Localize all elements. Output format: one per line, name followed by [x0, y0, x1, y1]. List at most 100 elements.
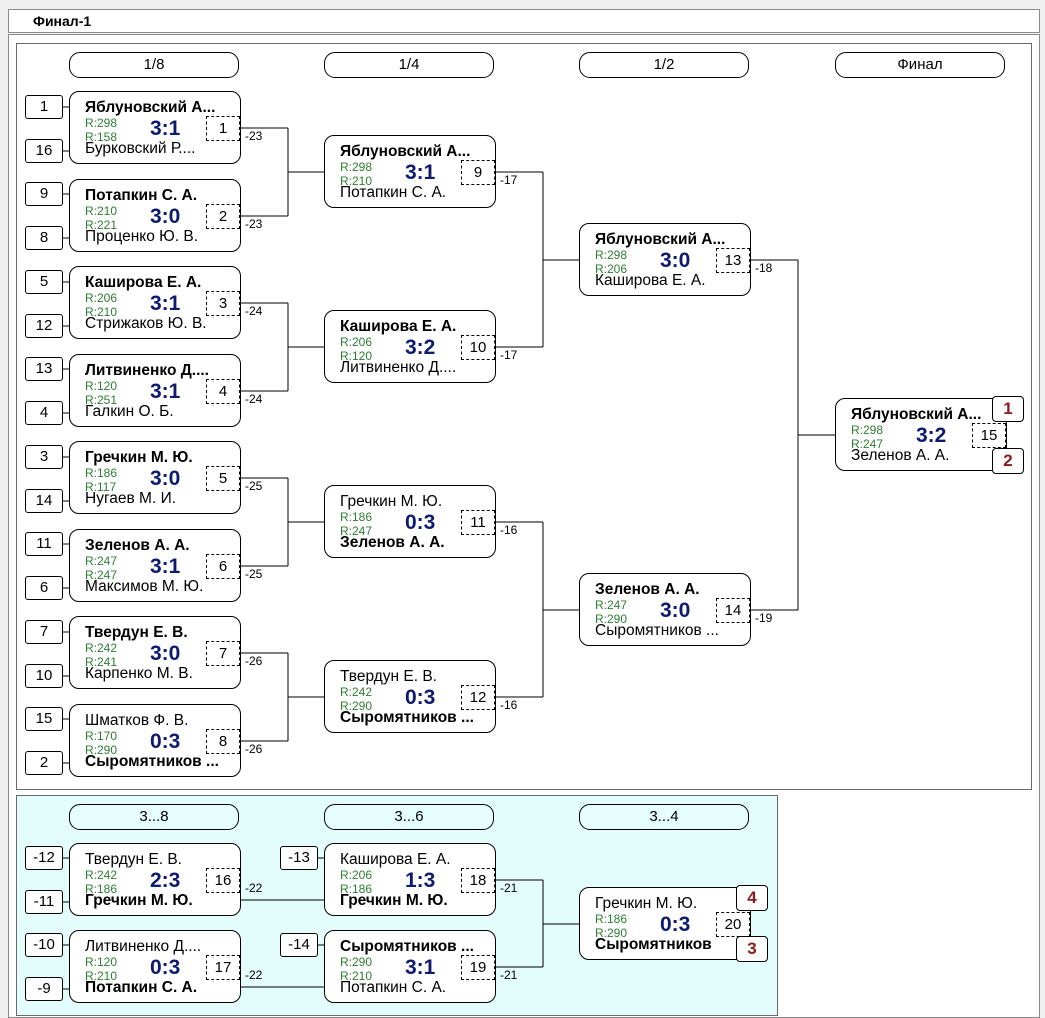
loser-destination: -23: [245, 217, 263, 231]
match-score: 0:3: [150, 730, 181, 753]
loser-destination: -23: [245, 129, 263, 143]
player-1-rating: R:242: [85, 868, 118, 882]
match-score: 0:3: [150, 956, 181, 979]
match-score: 0:3: [405, 511, 436, 534]
player-2-rating: R:117: [85, 480, 117, 494]
match-number: 5: [206, 466, 240, 491]
seed-box: -10: [25, 933, 63, 957]
loser-destination: -24: [245, 392, 263, 406]
player-2-name: Галкин О. Б.: [85, 403, 174, 420]
seed-box: 14: [25, 489, 63, 513]
player-1-name: Яблуновский А...: [85, 99, 216, 116]
seed-box: 6: [25, 576, 63, 600]
player-1-name: Каширова Е. А.: [85, 274, 202, 291]
place-badge-2: 2: [992, 448, 1024, 474]
player-2-rating: R:290: [595, 926, 628, 940]
loser-destination: -22: [245, 881, 263, 895]
player-1-rating: R:186: [595, 912, 628, 926]
player-1-rating: R:206: [85, 291, 118, 305]
seed-box: 7: [25, 620, 63, 644]
seed-box: 11: [25, 532, 63, 556]
player-2-name: Каширова Е. А.: [595, 272, 706, 289]
player-1-name: Яблуновский А...: [851, 406, 982, 423]
match-score: 3:1: [150, 117, 181, 140]
player-2-name: Сыромятников ...: [340, 709, 474, 726]
match-score: 3:1: [150, 292, 181, 315]
match-number: 14: [716, 598, 750, 623]
player-1-rating: R:290: [340, 955, 373, 969]
player-2-name: Гречкин М. Ю.: [340, 892, 448, 909]
player-1-rating: R:170: [85, 729, 118, 743]
player-1-name: Каширова Е. А.: [340, 851, 451, 868]
match-number: 2: [206, 204, 240, 229]
round-label-1-8: 1/8: [69, 52, 239, 78]
player-2-name: Сыромятников: [595, 936, 712, 953]
seed-box: -13: [280, 846, 318, 870]
player-2-name: Проценко Ю. В.: [85, 228, 199, 245]
player-2-rating: R:120: [340, 349, 373, 363]
player-2-rating: R:186: [340, 882, 373, 896]
match-score: 3:1: [150, 555, 181, 578]
seed-box: 2: [25, 751, 63, 775]
player-1-name: Зеленов А. А.: [85, 537, 190, 554]
seed-box: 3: [25, 445, 63, 469]
seed-box: -14: [280, 933, 318, 957]
match-number: 19: [461, 955, 495, 980]
player-1-rating: R:186: [340, 510, 373, 524]
match-number: 7: [206, 641, 240, 666]
player-1-rating: R:298: [595, 248, 628, 262]
player-1-rating: R:206: [340, 335, 373, 349]
player-1-rating: R:242: [340, 685, 373, 699]
place-badge-1: 1: [992, 396, 1024, 422]
player-2-name: Сыромятников ...: [595, 622, 719, 639]
player-2-rating: R:221: [85, 218, 118, 232]
player-2-rating: R:210: [85, 969, 118, 983]
seed-box: 13: [25, 357, 63, 381]
round-label-3-8: 3...8: [69, 804, 239, 830]
player-1-rating: R:120: [85, 379, 118, 393]
player-1-name: Яблуновский А...: [340, 143, 471, 160]
loser-destination: -16: [500, 698, 518, 712]
loser-destination: -17: [500, 348, 518, 362]
seed-box: 9: [25, 182, 63, 206]
player-2-rating: R:206: [595, 262, 628, 276]
player-2-name: Нугаев М. И.: [85, 490, 177, 507]
loser-destination: -19: [755, 611, 773, 625]
player-1-rating: R:247: [85, 554, 118, 568]
player-2-name: Литвиненко Д....: [340, 359, 457, 376]
player-1-rating: R:247: [595, 598, 628, 612]
place-badge-3: 3: [736, 936, 768, 962]
player-2-name: Потапкин С. А.: [340, 184, 447, 201]
seed-box: 12: [25, 314, 63, 338]
match-score: 3:0: [150, 205, 181, 228]
round-label-3-6: 3...6: [324, 804, 494, 830]
player-2-rating: R:241: [85, 655, 118, 669]
loser-destination: -18: [755, 261, 773, 275]
player-2-name: Гречкин М. Ю.: [85, 892, 193, 909]
loser-destination: -25: [245, 479, 263, 493]
seed-box: 15: [25, 707, 63, 731]
match-number: 18: [461, 868, 495, 893]
player-1-name: Зеленов А. А.: [595, 581, 700, 598]
player-2-rating: R:290: [595, 612, 628, 626]
